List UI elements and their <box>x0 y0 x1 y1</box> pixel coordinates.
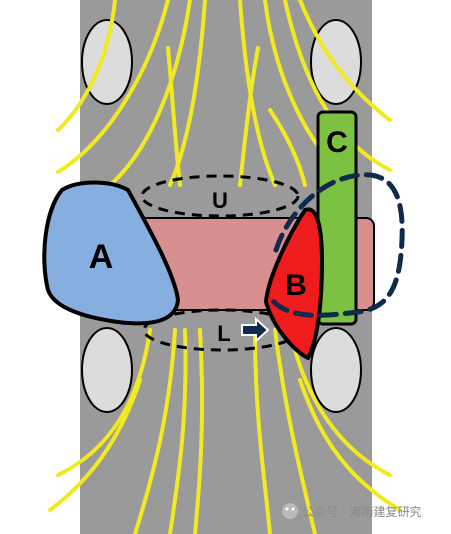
right-arrow-icon <box>241 316 270 344</box>
wechat-icon <box>282 503 298 519</box>
nerve-root-bottom-8 <box>288 328 392 477</box>
nerve-root-top-7 <box>238 0 277 187</box>
shape-a <box>42 180 180 326</box>
label-l: L <box>217 321 230 346</box>
nerve-root-bottom-5 <box>193 328 205 534</box>
watermark-text: 公众号 · 港雨建复研究 <box>302 504 421 519</box>
watermark: 公众号 · 港雨建复研究 <box>282 503 421 519</box>
nerve-root-top-2 <box>108 0 192 187</box>
nerve-root-top-6 <box>238 46 260 187</box>
disc-bottom-left <box>81 327 133 413</box>
nerve-root-bottom-7 <box>273 328 317 534</box>
nerve-root-bottom-1 <box>56 328 152 477</box>
nerve-root-bottom-2 <box>133 328 177 534</box>
nerve-root-bottom-6 <box>253 328 272 534</box>
label-a: A <box>89 238 114 276</box>
nerve-root-top-5 <box>166 46 182 187</box>
nerve-root-bottom-3 <box>168 328 188 534</box>
label-c: C <box>326 126 348 159</box>
label-u: U <box>212 188 228 213</box>
disc-bottom-right <box>310 327 362 413</box>
region-u-outline <box>140 174 300 218</box>
nerve-root-top-10 <box>298 0 392 122</box>
nerve-root-top-1 <box>56 0 170 174</box>
nerve-root-top-11 <box>268 108 307 187</box>
shape-b <box>264 207 324 360</box>
nerve-root-bottom-4 <box>48 378 142 512</box>
disc-top-left <box>81 19 133 105</box>
nerve-root-bottom-9 <box>298 378 402 512</box>
disc-top-right <box>310 19 362 105</box>
nerve-root-top-9 <box>283 0 392 172</box>
nerve-root-top-4 <box>56 0 117 132</box>
label-b: B <box>285 269 307 302</box>
region-bc-outline <box>269 172 405 318</box>
